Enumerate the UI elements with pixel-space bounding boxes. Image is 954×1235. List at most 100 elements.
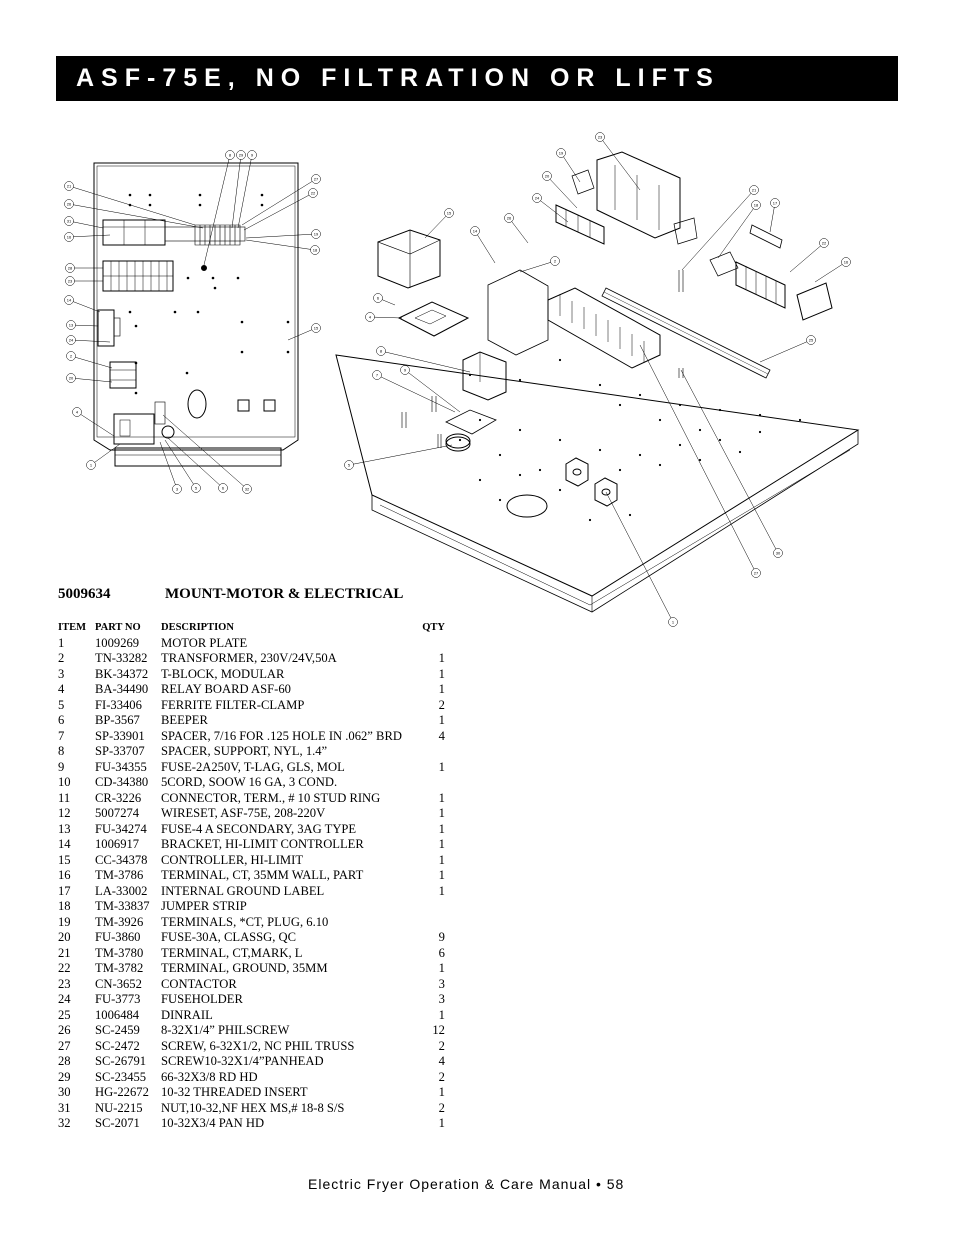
mounting-hole bbox=[718, 438, 722, 442]
parts-table-header-row: ITEM PART NO DESCRIPTION QTY bbox=[58, 620, 445, 636]
part-number: CR-3226 bbox=[95, 790, 142, 805]
part-qty: 2 bbox=[438, 697, 445, 712]
callout-bubble: 16 bbox=[814, 257, 851, 283]
part-qty: 1 bbox=[438, 1116, 445, 1130]
callout-number: 16 bbox=[67, 235, 72, 240]
part-qty: 9 bbox=[438, 930, 445, 944]
part-qty bbox=[402, 899, 445, 915]
mounting-hole bbox=[558, 488, 562, 492]
item-number: 18 bbox=[58, 899, 71, 913]
part-number: BK-34372 bbox=[95, 666, 149, 681]
item-number: 9 bbox=[58, 759, 65, 774]
page-title-bar: ASF-75E, NO FILTRATION OR LIFTS bbox=[56, 56, 898, 101]
callout-bubble: 30 bbox=[680, 369, 783, 558]
part-number: BP-3567 bbox=[95, 713, 140, 727]
item-number: 16 bbox=[58, 868, 71, 882]
callout-number: 3 bbox=[176, 487, 179, 492]
part-description: FUSE-4 A SECONDARY, 3AG TYPE bbox=[161, 821, 357, 836]
part-number: HG-22672 bbox=[95, 1085, 149, 1099]
callout-number: 14 bbox=[473, 229, 478, 234]
part-number: SP-33901 bbox=[95, 728, 145, 743]
callout-bubble: 29 bbox=[231, 150, 246, 229]
callout-bubble: 25 bbox=[759, 335, 816, 363]
callout-number: 18 bbox=[313, 248, 318, 253]
mounting-hole bbox=[468, 373, 472, 377]
part-qty: 2 bbox=[438, 1100, 445, 1115]
part-qty: 2 bbox=[438, 1038, 445, 1053]
callout-number: 6 bbox=[377, 296, 380, 301]
item-number: 4 bbox=[58, 682, 65, 696]
part-number: TM-3782 bbox=[95, 961, 144, 975]
callout-bubble: 15 bbox=[287, 323, 321, 341]
mounting-hole bbox=[718, 408, 722, 412]
item-number: 22 bbox=[58, 961, 71, 975]
callout-bubble: 6 bbox=[167, 437, 228, 493]
part-description: CONTACTOR bbox=[161, 976, 237, 991]
callout-number: 6 bbox=[222, 486, 225, 491]
mounting-hole bbox=[498, 453, 502, 457]
part-number: SC-2071 bbox=[95, 1116, 140, 1130]
part-number: SC-2459 bbox=[95, 1023, 140, 1037]
mounting-hole bbox=[698, 428, 702, 432]
part-qty: 3 bbox=[438, 976, 445, 991]
mounting-hole bbox=[598, 448, 602, 452]
callout-number: 22 bbox=[822, 241, 827, 246]
callout-number: 21 bbox=[752, 188, 757, 193]
callout-number: 7 bbox=[376, 373, 379, 378]
part-qty: 1 bbox=[438, 666, 445, 681]
assembly-part-number: 5009634 bbox=[58, 586, 111, 602]
part-description: 8-32X1/4” PHILSCREW bbox=[161, 1023, 290, 1037]
callout-bubble: 22 bbox=[789, 238, 829, 273]
part-qty: 1 bbox=[438, 790, 445, 805]
callout-number: 27 bbox=[314, 177, 319, 182]
callout-number: 29 bbox=[239, 153, 244, 158]
callout-number: 23 bbox=[68, 279, 73, 284]
callout-number: 9 bbox=[404, 368, 407, 373]
callout-number: 17 bbox=[773, 201, 778, 206]
item-number: 28 bbox=[58, 1054, 71, 1068]
part-qty: 1 bbox=[438, 883, 445, 898]
part-description: SPACER, 7/16 FOR .125 HOLE IN .062” BRD bbox=[161, 728, 402, 743]
callout-bubble: 13 bbox=[66, 320, 99, 330]
callout-bubble: 17 bbox=[769, 198, 780, 233]
callout-bubble: 3 bbox=[159, 441, 182, 494]
part-qty: 1 bbox=[438, 961, 445, 975]
part-description: FUSEHOLDER bbox=[161, 992, 243, 1006]
part-number: SC-23455 bbox=[95, 1069, 147, 1084]
callout-bubble: 8 bbox=[203, 150, 235, 266]
callout-number: 15 bbox=[447, 211, 452, 216]
part-qty bbox=[402, 915, 445, 931]
callout-number: 24 bbox=[69, 338, 74, 343]
item-number: 14 bbox=[58, 837, 71, 851]
callout-bubble: 20 bbox=[66, 373, 113, 383]
item-number: 13 bbox=[58, 821, 71, 836]
callout-bubble: 24 bbox=[66, 335, 111, 345]
header-qty: QTY bbox=[422, 622, 445, 633]
part-description: TERMINALS, *CT, PLUG, 6.10 bbox=[161, 914, 329, 929]
mounting-hole bbox=[458, 438, 462, 442]
part-number: TN-33282 bbox=[95, 651, 148, 665]
mounting-hole bbox=[498, 498, 502, 502]
part-number: 1006484 bbox=[95, 1007, 140, 1022]
mounting-hole bbox=[658, 418, 662, 422]
part-description: SPACER, SUPPORT, NYL, 1.4” bbox=[161, 744, 328, 758]
mounting-hole bbox=[638, 393, 642, 397]
callout-bubble: 15 bbox=[424, 208, 454, 239]
callout-bubble: 22 bbox=[243, 188, 318, 231]
part-description: WIRESET, ASF-75E, 208-220V bbox=[161, 806, 326, 820]
item-number: 15 bbox=[58, 852, 71, 867]
